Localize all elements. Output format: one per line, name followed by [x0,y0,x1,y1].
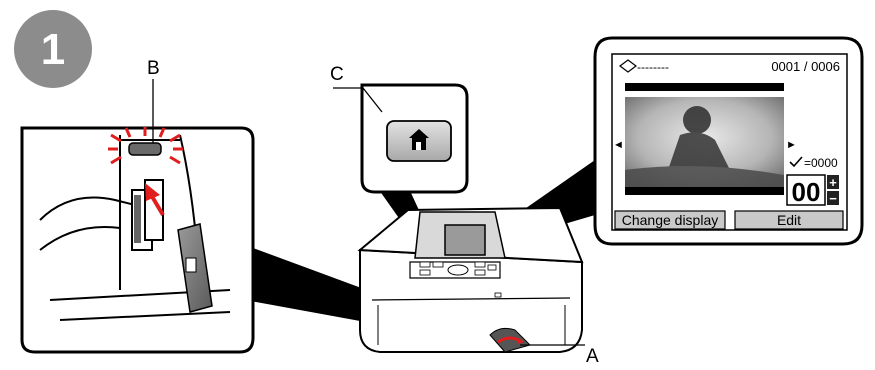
total-copies-label: =0000 [804,156,838,170]
callout-b: B [147,58,160,79]
step-number: 1 [41,25,65,74]
svg-text:−: − [829,191,837,206]
change-display-button[interactable]: Change display [615,211,725,229]
edit-button[interactable]: Edit [735,211,843,229]
home-button[interactable] [387,121,451,161]
image-counter: 0001 / 0006 [771,59,840,74]
svg-text:+: + [829,175,837,190]
lcd-dashes: -------- [637,60,669,74]
copies-value: 00 [792,177,821,207]
step-badge: 1 [14,10,92,88]
lcd-zoom-panel: -------- 0001 / 0006 ◄ ► =0000 00 + − Ch… [595,38,862,244]
printer [360,208,582,352]
callout-a: A [586,346,599,367]
next-image-arrow[interactable]: ► [786,139,797,151]
edit-label: Edit [777,212,801,228]
home-button-zoom-panel [362,85,467,192]
change-display-label: Change display [622,212,719,228]
printer-lcd [445,225,485,255]
access-lamp [129,143,161,155]
previous-image-arrow[interactable]: ◄ [613,139,624,151]
callout-c: C [330,64,344,85]
card-slot-zoom-panel [22,127,253,352]
